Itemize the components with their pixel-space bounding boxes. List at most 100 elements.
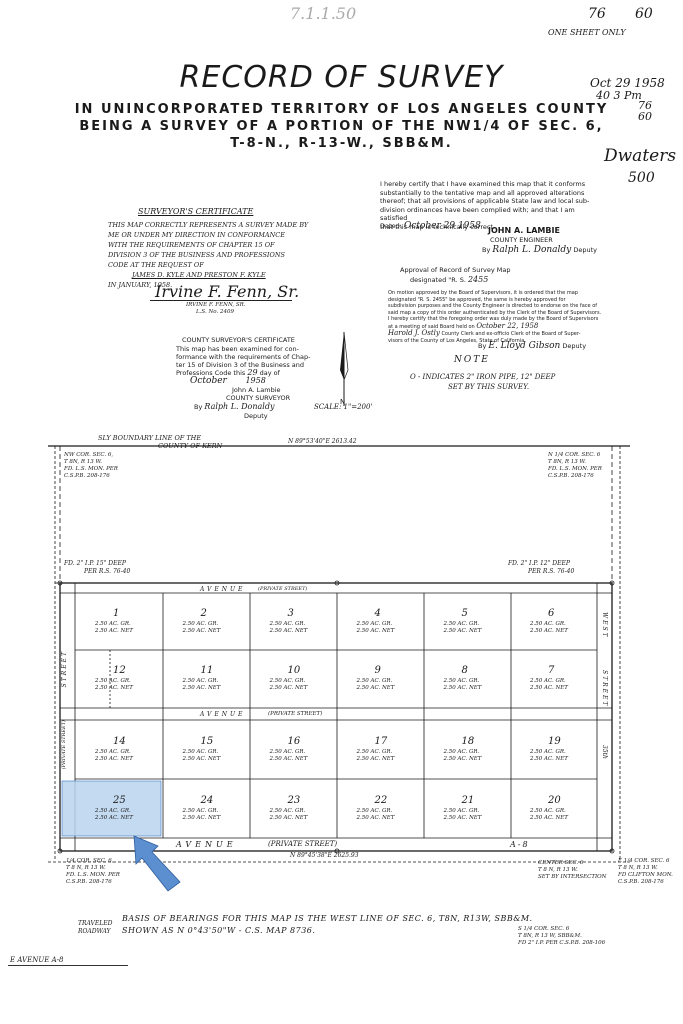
- a8-label: A-8: [510, 840, 530, 849]
- lot-acreage-net: 2.50 AC. NET: [269, 814, 308, 821]
- north-label: N: [340, 398, 346, 406]
- lot-acreage-net: 2.50 AC. NET: [182, 814, 221, 821]
- engineer-by-signature: Ralph L. Donaldy: [492, 245, 572, 255]
- lot-acreage-net: 2.50 AC. NET: [356, 755, 395, 762]
- note-heading: NOTE: [454, 355, 490, 365]
- supervisors-clerk: Harold J. Ostly County Clerk and ex-offi…: [388, 329, 581, 338]
- street-right-35th: 35th: [601, 745, 608, 759]
- scale-label: SCALE: 1"=200': [314, 403, 373, 411]
- lot-number: 1: [113, 607, 120, 619]
- lot-acreage-net: 2.50 AC. NET: [356, 685, 395, 691]
- lot-acreage-net: 2.50 AC. NET: [443, 685, 482, 691]
- surveyor-cert-line: WITH THE REQUIREMENTS OF CHAPTER 15 OF: [108, 241, 275, 249]
- iron-pipe-marker: [57, 580, 63, 586]
- lot-number: 21: [461, 794, 475, 806]
- lot-acreage-net: 2.50 AC. NET: [269, 685, 308, 691]
- supervisors-deputy: Deputy: [562, 342, 587, 350]
- lot-acreage-gross: 2.50 AC. GR.: [530, 620, 566, 627]
- lot-number: 17: [374, 735, 388, 747]
- lot-number: 19: [548, 735, 561, 747]
- iron-pipe-marker: [609, 580, 615, 586]
- lot-acreage-net: 2.50 AC. NET: [95, 814, 133, 821]
- document-title: RECORD OF SURVEY: [179, 60, 504, 95]
- filing-date: Oct 29 1958: [590, 76, 665, 90]
- lot-number: 2: [200, 607, 207, 619]
- supervisors-cert-line: at a meeting of said Board held on Octob…: [388, 321, 539, 330]
- north-arrow: [340, 331, 349, 406]
- note-line-1: O - INDICATES 2" IRON PIPE, 12" DEEP: [410, 373, 556, 381]
- surveyor-license: L.S. No. 2409: [196, 309, 234, 315]
- top-stamp: 7.1.1.50: [290, 4, 357, 23]
- lot-acreage-gross: 2.50 AC. GR.: [95, 678, 131, 684]
- county-surveyor-month: October: [190, 376, 227, 386]
- street-left-label: STREET: [61, 650, 68, 688]
- county-surveyor-heading: COUNTY SURVEYOR'S CERTIFICATE: [182, 336, 295, 344]
- engineer-by-label: By: [482, 246, 491, 254]
- lot-acreage-gross: 2.50 AC. GR.: [443, 807, 480, 814]
- lot-acreage-net: 2.50 AC. NET: [95, 755, 133, 762]
- county-surveyor-deputy: Deputy: [244, 412, 268, 420]
- note-line-2: SET BY THIS SURVEY.: [448, 383, 530, 391]
- lot-acreage-gross: 2.50 AC. GR.: [95, 620, 131, 627]
- title-line-1: IN UNINCORPORATED TERRITORY OF LOS ANGEL…: [74, 102, 609, 117]
- avenue-top-private: (PRIVATE STREET): [258, 586, 308, 592]
- filing-fee: 500: [628, 170, 655, 186]
- county-surveyor-line: ter 15 of Division 3 of the Business and: [176, 361, 304, 369]
- book-number: 76: [588, 6, 606, 22]
- surveyor-signature: Irvine F. Fenn, Sr.: [155, 282, 300, 301]
- lot-acreage-gross: 2.50 AC. GR.: [182, 620, 219, 627]
- lot-acreage-gross: 2.50 AC. GR.: [269, 678, 306, 684]
- lot-acreage-gross: 2.50 AC. GR.: [530, 748, 566, 755]
- top-bearing: N 89°53'40"E 2613.42: [288, 438, 357, 445]
- lot-acreage-net: 2.50 AC. NET: [356, 814, 395, 821]
- lot-number: 14: [113, 735, 126, 747]
- engineer-cert-line: that this map is technically correct.: [380, 222, 496, 231]
- street-right-label: STREET: [601, 670, 608, 708]
- iron-pipe-marker: [334, 848, 340, 854]
- engineer-deputy: Deputy: [573, 246, 597, 254]
- county-surveyor-certificate: This map has been examined for con- form…: [176, 345, 326, 386]
- nw-corner-note: NW COR. SEC. 6,T 8N, R 13 W.FD. L.S. MON…: [64, 452, 118, 479]
- lot-acreage-net: 2.50 AC. NET: [269, 627, 308, 634]
- e-avenue-line: [8, 965, 128, 966]
- county-surveyor-year: 1958: [245, 376, 266, 385]
- filing-time: 40 3 Pm: [596, 89, 642, 102]
- county-surveyor-by: By Ralph L. Donaldy: [194, 402, 275, 411]
- iron-pipe-marker: [57, 848, 63, 854]
- avenue-mid-label: AVENUE: [200, 711, 246, 718]
- supervisors-cert-line: subdivision purposes and the County Engi…: [388, 303, 598, 309]
- county-surveyor-line: October 1958: [176, 376, 326, 386]
- lot-acreage-net: 2.50 AC. NET: [182, 627, 221, 634]
- supervisors-cert-line: said map a copy of this order authentica…: [388, 309, 602, 316]
- lot-acreage-gross: 2.50 AC. GR.: [443, 748, 480, 755]
- engineer-title: COUNTY ENGINEER: [490, 236, 553, 244]
- one-sheet-only: ONE SHEET ONLY: [548, 28, 626, 37]
- surveyor-cert-line: CODE AT THE REQUEST OF: [108, 261, 204, 269]
- engineer-cert-line: thereof; that all provisions of applicab…: [380, 197, 590, 205]
- lot-number: 25: [113, 794, 126, 806]
- sw-quarter-corner-note: 1/4 COR. SEC. 6,T 8 N, R 13 W.FD. L.S. M…: [66, 858, 120, 885]
- filing-book: 76: [638, 99, 652, 112]
- engineer-cert-line: I hereby certify that I have examined th…: [380, 180, 586, 188]
- county-surveyor-name: John A. Lambie: [232, 386, 281, 394]
- county-surveyor-by-signature: Ralph L. Donaldy: [204, 402, 275, 411]
- supervisors-by-signature: E. Lloyd Gibson: [488, 341, 561, 351]
- lot-number: 12: [113, 665, 126, 676]
- supervisors-certificate: On motion approved by the Board of Super…: [388, 290, 620, 344]
- county-surveyor-line: This map has been examined for con-: [176, 345, 299, 353]
- supervisors-clerk-2: visors of the County of Los Angeles, Sta…: [388, 337, 526, 344]
- engineer-dated-label: Dated:: [380, 222, 402, 230]
- county-surveyor-line: formance with the requirements of Chap-: [176, 353, 311, 361]
- lot-acreage-gross: 2.50 AC. GR.: [182, 678, 219, 684]
- supervisors-by-label: By: [478, 342, 487, 350]
- lot-number: 6: [548, 607, 555, 619]
- street-left-private: (PRIVATE STREET): [61, 720, 67, 770]
- avenue-bottom-private: (PRIVATE STREET): [268, 840, 338, 848]
- surveyors-certificate: THIS MAP CORRECTLY REPRESENTS A SURVEY M…: [108, 220, 348, 290]
